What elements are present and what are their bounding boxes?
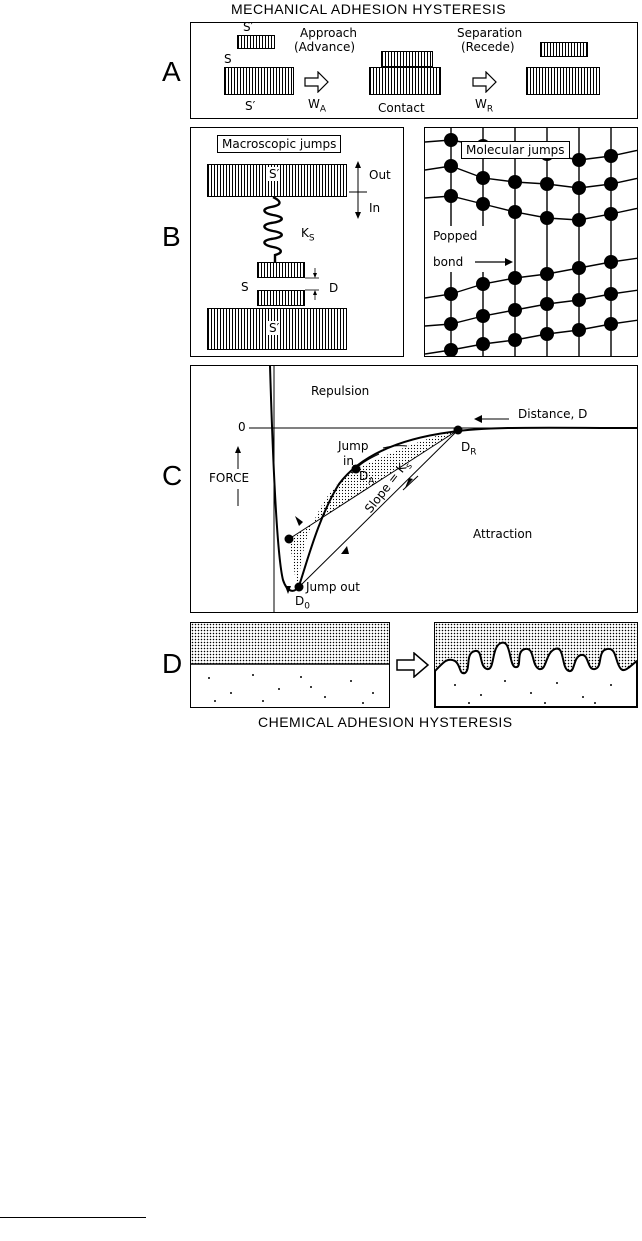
label-s-prime-top: S′ [243,20,253,34]
advance-arrow-icon [304,71,330,93]
panel-d-flat-interface [190,622,390,708]
flat-interface-graphic [191,623,389,707]
label-s: S [224,52,232,66]
label-wa: WA [308,97,326,114]
label-jump-in-1: Jump [338,439,368,453]
label-approach: Approach [300,26,357,40]
separated-s-prime-block [526,67,600,95]
surface-s-prime-block [224,67,294,95]
macro-jumps-title: Macroscopic jumps [217,135,341,153]
label-s-lower: S [241,280,249,294]
figure-title-top: MECHANICAL ADHESION HYSTERESIS [231,1,506,17]
interdigitated-interface-graphic [435,623,637,707]
panel-d-interdigitated-interface [434,622,638,708]
label-force: FORCE [209,471,249,485]
label-d0: D0 [295,594,310,611]
force-distance-plot [191,366,637,612]
label-dr: DR [461,440,477,457]
panel-c-frame: Repulsion 0 Distance, D FORCE Jump in DA… [190,365,638,613]
label-s-prime-upper: S′ [268,167,280,181]
separated-s-block [540,42,588,57]
panel-label-b: B [162,221,181,253]
counter-s-block [257,290,305,306]
label-zero: 0 [238,420,246,434]
footnote-rule [0,1217,146,1218]
label-repulsion: Repulsion [311,384,369,398]
lower-s-prime-block: S′ [207,308,347,350]
contact-s-prime-block [369,67,441,95]
label-bond: bond [433,255,463,269]
label-popped: Popped [433,229,477,243]
label-recede: (Recede) [461,40,515,54]
label-s-prime-bottom: S′ [245,99,255,113]
label-out: Out [369,168,391,182]
panel-label-c: C [162,460,182,492]
label-advance: (Advance) [294,40,355,54]
upper-s-prime-block: S′ [207,164,347,197]
label-s-prime-lower: S′ [268,321,280,335]
panel-b-molecular-frame: Molecular jumps Popped bond [424,127,638,357]
recede-arrow-icon [472,71,498,93]
contact-s-block [381,51,433,67]
label-wr: WR [475,97,493,114]
label-da: DA [359,469,374,486]
panel-a-frame: S′ S S′ Approach (Advance) WA Contact Se… [190,22,638,119]
label-ks: KS [301,226,315,243]
spring-icon [259,197,299,263]
label-distance: Distance, D [518,407,587,421]
label-separation: Separation [457,26,522,40]
label-contact: Contact [378,101,425,115]
probe-s-block [257,262,305,278]
label-jump-in-2: in [343,454,354,468]
label-in: In [369,201,380,215]
surface-s-block [237,35,275,49]
panel-label-a: A [162,56,181,88]
label-d-gap: D [329,281,338,295]
label-attraction: Attraction [473,527,532,541]
panel-b-macro-frame: Macroscopic jumps S′ Out In KS S D S′ [190,127,404,357]
molecular-jumps-title: Molecular jumps [461,141,570,159]
figure-title-bottom: CHEMICAL ADHESION HYSTERESIS [258,714,513,730]
transition-arrow-icon [396,652,430,678]
panel-label-d: D [162,648,182,680]
label-jump-out: Jump out [306,580,360,594]
